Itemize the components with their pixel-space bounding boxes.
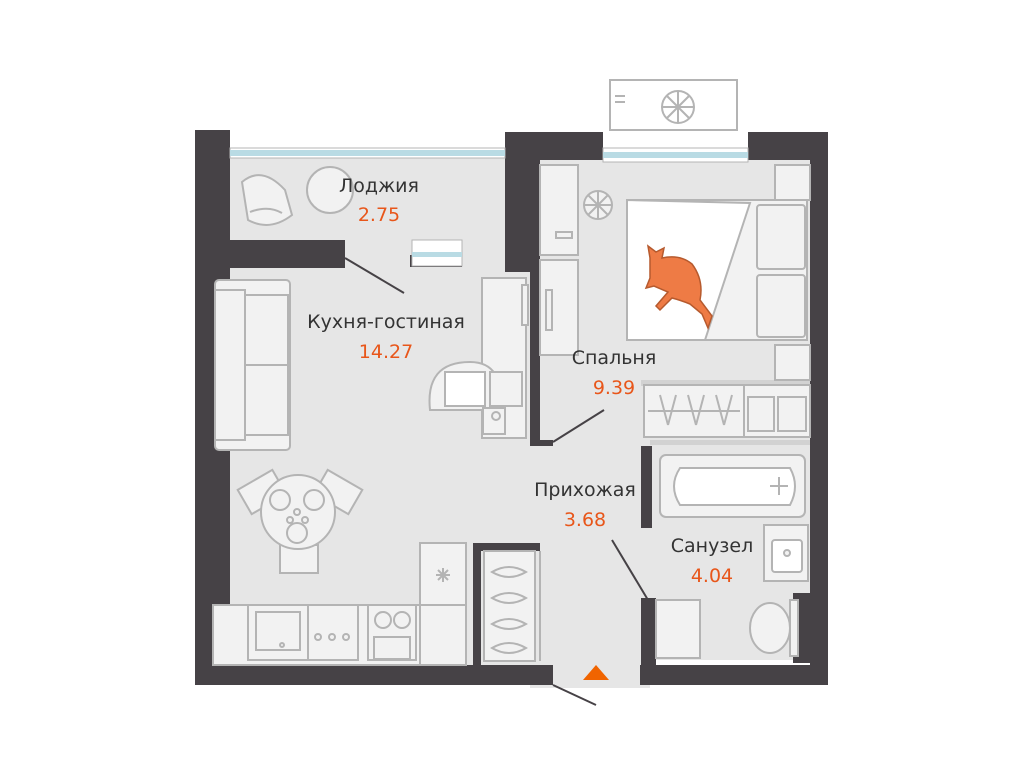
room-name-kitchen-living: Кухня-гостиная: [307, 311, 465, 333]
room-name-bathroom: Санузел: [671, 535, 754, 557]
bedroom-wardrobe: [643, 384, 811, 438]
desk: [428, 277, 529, 439]
loggia-furniture: [240, 166, 354, 226]
bathroom-fixtures: [655, 454, 809, 659]
windows: [229, 147, 749, 267]
entrance-triangle-icon: [583, 665, 609, 680]
room-area-loggia: 2.75: [358, 204, 400, 226]
room-labels: Лоджия 2.75 Кухня-гостиная 14.27 Спальня…: [307, 175, 753, 587]
sofa: [214, 279, 291, 451]
kitchen-counter: [212, 542, 467, 666]
ac-unit-icon: [609, 79, 738, 131]
dining-table: [236, 468, 364, 574]
room-name-loggia: Лоджия: [339, 175, 419, 197]
room-area-kitchen-living: 14.27: [359, 341, 413, 363]
room-area-bathroom: 4.04: [691, 565, 733, 587]
room-name-bedroom: Спальня: [572, 347, 657, 369]
partitions: [641, 380, 811, 445]
leader-lines: [344, 257, 649, 706]
room-area-bedroom: 9.39: [593, 377, 635, 399]
hallway-wardrobe: [483, 550, 541, 662]
cat-icon: [644, 244, 713, 331]
room-area-hallway: 3.68: [564, 509, 606, 531]
room-name-hallway: Прихожая: [534, 479, 636, 501]
